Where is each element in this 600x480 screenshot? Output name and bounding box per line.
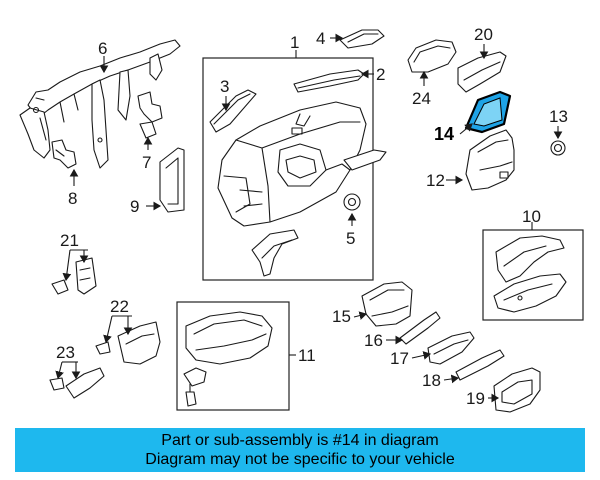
part-12-console-side[interactable]: [465, 129, 515, 191]
part-3-panel-trim[interactable]: [209, 89, 257, 133]
part-20-trim-panel[interactable]: [457, 51, 507, 93]
callout-15: 15: [332, 307, 351, 326]
callout-8: 8: [68, 189, 77, 208]
callout-18: 18: [422, 371, 441, 390]
part-5-switch[interactable]: [343, 193, 361, 211]
part-19-panel[interactable]: [493, 367, 541, 413]
part-7-bracket[interactable]: [137, 91, 163, 139]
assembly-box-11: [176, 301, 290, 411]
part-side-vent[interactable]: [343, 149, 387, 171]
banner-line-1: Part or sub-assembly is #14 in diagram: [161, 432, 439, 449]
callout-6: 6: [98, 39, 107, 58]
callout-5: 5: [346, 229, 355, 248]
part-14-highlighted-bezel[interactable]: [464, 90, 512, 134]
callout-22: 22: [110, 297, 129, 316]
callout-24: 24: [412, 89, 431, 108]
callout-19: 19: [466, 389, 485, 408]
part-10-console-assembly[interactable]: [493, 235, 567, 313]
part-2-panel-trim[interactable]: [293, 69, 365, 93]
callout-10: 10: [522, 207, 541, 226]
callout-16: 16: [364, 331, 383, 350]
part-duct-lower[interactable]: [251, 229, 299, 277]
callout-4: 4: [316, 29, 325, 48]
assembly-box-10: [482, 229, 584, 321]
callout-12: 12: [426, 171, 445, 190]
callout-13: 13: [549, 107, 568, 126]
part-9-side-panel[interactable]: [159, 147, 185, 213]
part-4-cover[interactable]: [339, 29, 385, 49]
callout-numbers: 1 2 3 4 5 6 7 8 9 10 11 12 13 14 15 16 1…: [56, 25, 568, 408]
callout-3: 3: [220, 77, 229, 96]
part-21-bracket[interactable]: [51, 257, 97, 295]
part-17-trim-panel[interactable]: [427, 331, 475, 365]
callout-9: 9: [130, 197, 139, 216]
part-6-crosscar-beam[interactable]: [19, 39, 181, 169]
callout-11: 11: [298, 346, 316, 365]
part-1-instrument-panel[interactable]: [217, 101, 367, 227]
part-15-duct[interactable]: [361, 281, 413, 327]
part-23-bracket[interactable]: [49, 367, 105, 399]
part-18-trim-strip[interactable]: [455, 349, 505, 381]
callout-2: 2: [376, 65, 385, 84]
assembly-box-1: [202, 57, 374, 281]
leader-lines: [55, 33, 563, 403]
part-11-duct-assembly[interactable]: [183, 311, 273, 407]
part-8-bracket[interactable]: [51, 139, 77, 169]
banner-line-2: Diagram may not be specific to your vehi…: [145, 451, 455, 468]
callout-1: 1: [290, 33, 299, 52]
part-13-button[interactable]: [550, 140, 566, 156]
callout-7: 7: [142, 153, 151, 172]
callout-20: 20: [474, 25, 493, 44]
callout-14: 14: [434, 124, 454, 144]
callout-23: 23: [56, 343, 75, 362]
callout-21: 21: [60, 231, 79, 250]
part-16-trim-strip[interactable]: [399, 311, 441, 345]
parts-diagram: 1 2 3 4 5 6 7 8 9 10 11 12 13 14 15 16 1…: [19, 25, 584, 413]
callout-17: 17: [390, 349, 409, 368]
part-info-banner: Part or sub-assembly is #14 in diagram D…: [15, 428, 585, 472]
part-24-storage-lid[interactable]: [407, 39, 457, 73]
